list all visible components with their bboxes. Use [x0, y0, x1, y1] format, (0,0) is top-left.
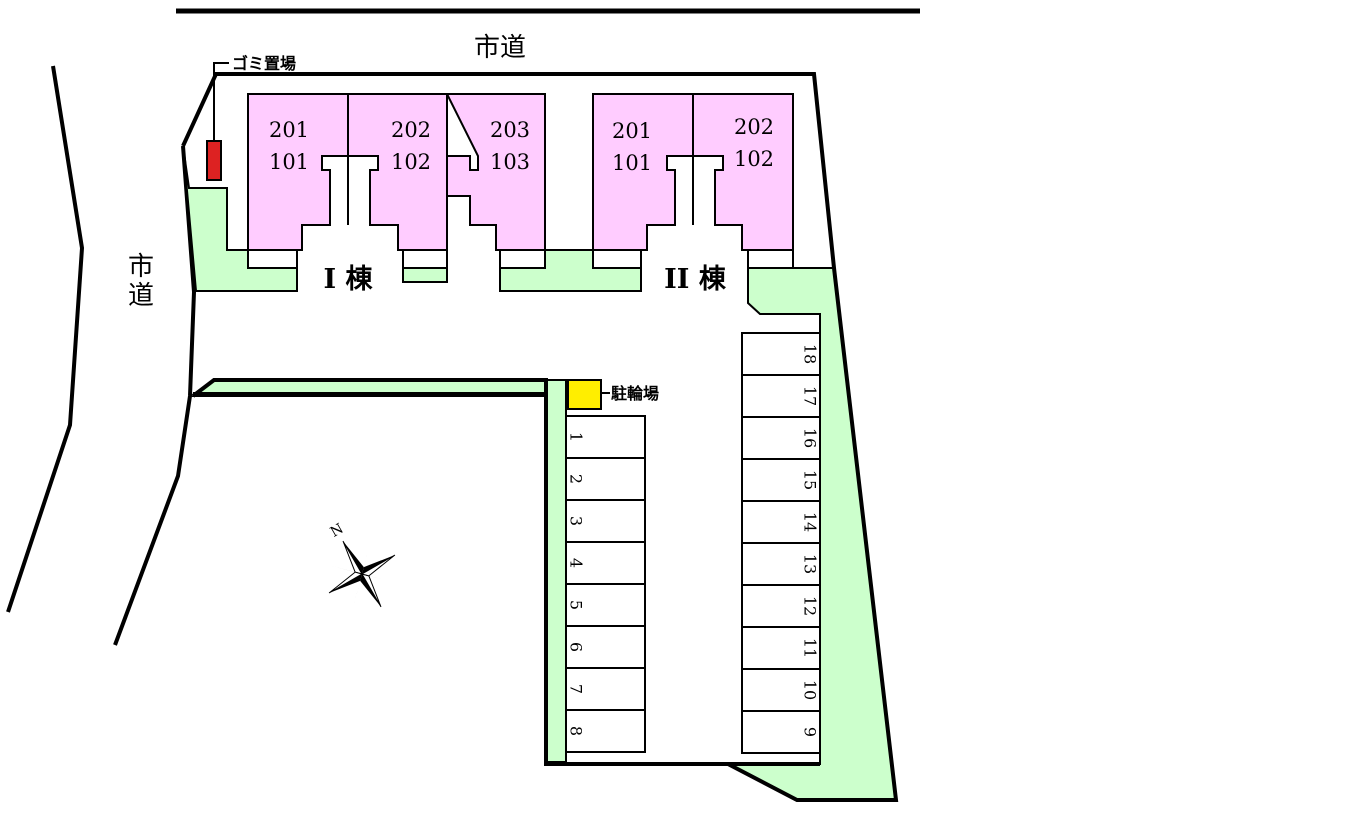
building-1-unit-3-upper: 203 [490, 118, 530, 142]
bicycle-parking [567, 379, 602, 410]
building-2-unit-2-upper: 202 [734, 115, 774, 139]
parking-slot-number: 12 [801, 596, 820, 616]
north-road-label: 市道 [474, 33, 526, 63]
west-road-line-outer [6, 65, 85, 613]
building-2-balcony-2 [747, 249, 794, 269]
building-2-balcony-1 [592, 249, 642, 269]
building-1: 201 101 202 102 203 103 I 棟 [247, 93, 546, 295]
parking-slot-number: 16 [801, 428, 820, 448]
building-1-unit-1-lower: 101 [269, 150, 309, 174]
parking-slot-number: 8 [567, 726, 586, 736]
parking-slot-number: 10 [801, 680, 820, 700]
building-2-unit-1-upper: 201 [612, 119, 652, 143]
parking-slot-number: 1 [567, 432, 586, 442]
building-1-balcony-3 [499, 249, 546, 269]
garden-strip [190, 379, 567, 763]
parking-slot-number: 7 [567, 684, 586, 694]
building-2: 201 101 202 102 II 棟 [592, 93, 794, 295]
garbage-label: ゴミ置場 [232, 54, 296, 73]
parking-slot-right [741, 668, 821, 712]
building-1-balcony-1 [247, 249, 298, 269]
parking-right-group: 18 17 16 15 14 13 12 11 10 9 [741, 332, 821, 754]
parking-slot-number: 9 [801, 727, 820, 737]
building-1-unit-3-lower: 103 [490, 150, 530, 174]
garbage-station [206, 140, 222, 181]
garbage-leader-line [213, 62, 229, 141]
parking-slot-number: 15 [801, 470, 820, 490]
compass-north-letter: N [328, 521, 347, 541]
parking-slot-right [741, 458, 821, 502]
parking-slot-number: 17 [801, 386, 820, 406]
building-1-unit-2-upper: 202 [391, 118, 431, 142]
building-2-name: II 棟 [664, 264, 727, 295]
parking-slot-right [741, 710, 821, 754]
parking-slot-number: 6 [567, 642, 586, 652]
parking-slot-left [565, 709, 646, 753]
parking-slot-number: 11 [801, 638, 820, 658]
parking-slot-number: 2 [567, 474, 586, 484]
parking-slot-number: 4 [567, 558, 586, 568]
bicycle-label: 駐輪場 [611, 384, 659, 403]
site-boundary-inner [191, 378, 820, 766]
building-1-unit-1-upper: 201 [269, 118, 309, 142]
parking-slot-number: 14 [801, 512, 820, 532]
building-1-unit-2 [347, 93, 448, 251]
building-2-unit-2 [692, 93, 794, 251]
parking-slot-number: 5 [567, 600, 586, 610]
parking-slot-left [565, 415, 646, 459]
parking-slot-right [741, 584, 821, 628]
compass-rose-icon: N [328, 521, 396, 608]
building-1-unit-2-lower: 102 [391, 150, 431, 174]
parking-slot-right [741, 626, 821, 670]
parking-left-group: 1 2 3 4 5 6 7 8 [565, 415, 646, 753]
parking-slot-right [741, 332, 821, 376]
building-1-balcony-2 [402, 249, 448, 269]
building-1-name: I 棟 [323, 264, 373, 295]
parking-slot-number: 18 [801, 344, 820, 364]
building-2-unit-1-lower: 101 [612, 151, 652, 175]
west-road-line-inner [113, 145, 197, 646]
west-road-label-2: 道 [128, 281, 154, 311]
parking-slot-right [741, 416, 821, 460]
parking-slot-right [741, 542, 821, 586]
parking-slot-number: 3 [567, 516, 586, 526]
parking-slot-number: 13 [801, 554, 820, 574]
site-boundary-north [181, 72, 899, 802]
building-2-unit-2-lower: 102 [734, 147, 774, 171]
west-road-label-1: 市 [128, 252, 154, 282]
